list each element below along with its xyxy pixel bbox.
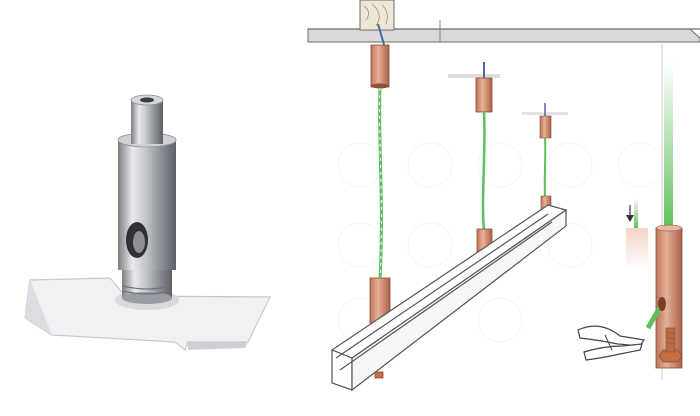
hanger-left — [369, 23, 400, 341]
hanger-far — [522, 103, 568, 215]
gripper-photo — [24, 94, 271, 351]
detail-inset — [626, 198, 648, 270]
upper-gripper — [475, 77, 493, 113]
gripper-body — [118, 140, 176, 270]
wood-block — [359, 0, 395, 31]
channel-rail — [330, 204, 568, 392]
hex-bolt — [658, 327, 683, 363]
cable — [543, 137, 547, 198]
pliers-icon — [577, 325, 646, 361]
detail-large-gripper — [645, 62, 683, 369]
upper-gripper — [370, 44, 390, 88]
cable — [481, 111, 486, 231]
faded-gripper — [626, 228, 648, 270]
base-plate — [24, 277, 271, 351]
arrow-down-icon — [626, 215, 634, 222]
upper-gripper — [539, 115, 552, 139]
hanger-middle — [448, 62, 500, 271]
suspension-illustration — [307, 0, 700, 392]
vertical-cable — [664, 62, 673, 232]
top-stem — [131, 100, 163, 144]
ceiling-beam — [307, 20, 700, 43]
bolt — [374, 371, 384, 379]
